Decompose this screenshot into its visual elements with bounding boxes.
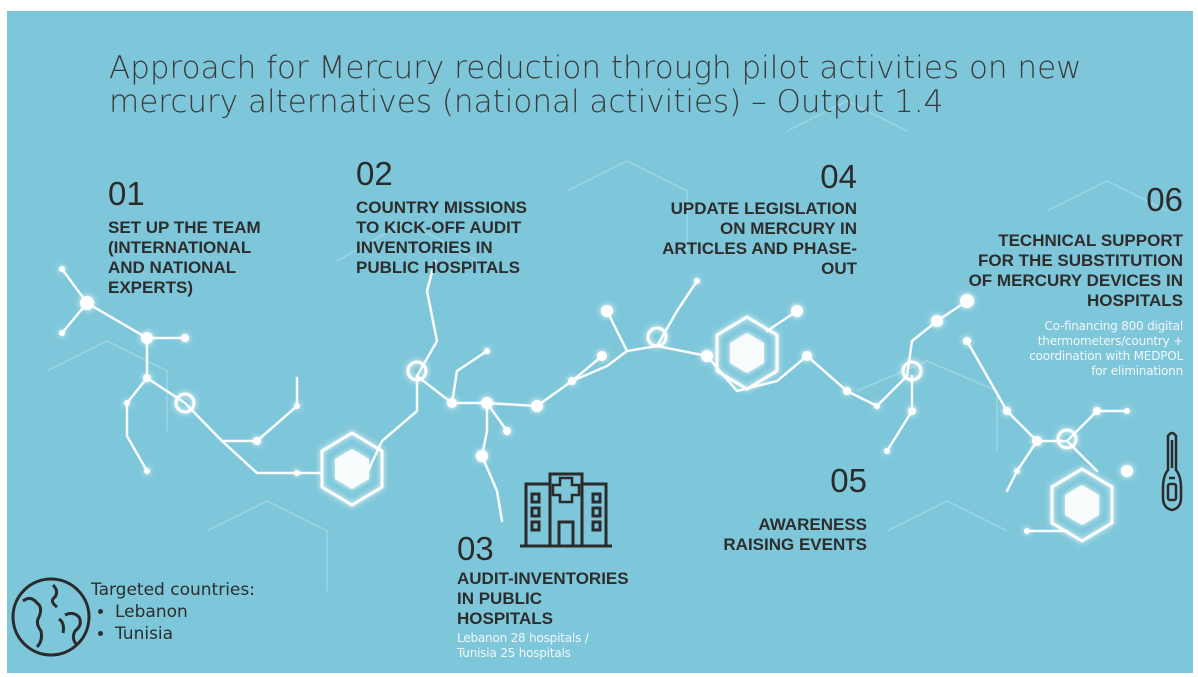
countries-list: Lebanon Tunisia (91, 601, 255, 645)
globe-icon (11, 577, 91, 657)
step-number: 02 (356, 155, 393, 192)
label-line: UPDATE LEGISLATION (670, 199, 857, 218)
label-line: AWARENESS (758, 515, 867, 534)
label-line: OUT (821, 259, 857, 278)
step-label: AWARENESS RAISING EVENTS (667, 515, 867, 555)
step-label: AUDIT-INVENTORIES IN PUBLIC HOSPITALS (457, 569, 629, 629)
note-line: coordination with MEDPOL (1029, 349, 1183, 363)
label-line: IN PUBLIC (457, 589, 542, 608)
hospital-icon (520, 472, 612, 548)
label-line: HOSPITALS (457, 609, 554, 628)
label-line: PUBLIC HOSPITALS (356, 258, 521, 277)
note-line: Lebanon 28 hospitals / (457, 631, 589, 645)
step-number: 05 (830, 462, 867, 499)
slide-title: Approach for Mercury reduction through p… (109, 51, 1189, 119)
label-line: HOSPITALS (1086, 291, 1183, 310)
label-line: SET UP THE TEAM (108, 218, 261, 237)
step-note: Co-financing 800 digital thermometers/co… (907, 319, 1183, 379)
label-line: RAISING EVENTS (723, 535, 867, 554)
label-line: OF MERCURY DEVICES IN (968, 271, 1183, 290)
title-line-1: Approach for Mercury reduction through p… (109, 50, 1082, 86)
country-item: Tunisia (115, 623, 255, 645)
step-number: 06 (1146, 181, 1183, 218)
step-number: 03 (457, 530, 494, 567)
step-04: 04 UPDATE LEGISLATION ON MERCURY IN ARTI… (607, 159, 857, 279)
country-item: Lebanon (115, 601, 255, 623)
step-06: 06 TECHNICAL SUPPORT FOR THE SUBSTITUTIO… (907, 181, 1184, 379)
targeted-countries: Targeted countries: Lebanon Tunisia (91, 579, 255, 645)
label-line: ON MERCURY IN (720, 219, 857, 238)
label-line: AUDIT-INVENTORIES (457, 569, 629, 588)
step-05: 05 AWARENESS RAISING EVENTS (667, 463, 867, 555)
step-number: 01 (108, 175, 145, 212)
step-label: SET UP THE TEAM (INTERNATIONAL AND NATIO… (108, 218, 261, 298)
step-02: 02 COUNTRY MISSIONS TO KICK-OFF AUDIT IN… (356, 156, 527, 278)
step-note: Lebanon 28 hospitals / Tunisia 25 hospit… (457, 631, 629, 661)
label-line: TECHNICAL SUPPORT (998, 231, 1183, 250)
step-number: 04 (820, 158, 857, 195)
countries-heading: Targeted countries: (91, 580, 255, 600)
slide: Approach for Mercury reduction through p… (7, 11, 1193, 673)
note-line: Tunisia 25 hospitals (457, 646, 571, 660)
step-01: 01 SET UP THE TEAM (INTERNATIONAL AND NA… (108, 176, 261, 298)
label-line: INVENTORIES IN (356, 238, 493, 257)
note-line: Co-financing 800 digital (1044, 319, 1183, 333)
thermometer-icon (1161, 431, 1183, 512)
step-label: UPDATE LEGISLATION ON MERCURY IN ARTICLE… (607, 199, 857, 279)
label-line: FOR THE SUBSTITUTION (978, 251, 1183, 270)
label-line: COUNTRY MISSIONS (356, 198, 527, 217)
molecule-network (46, 100, 1168, 591)
label-line: ARTICLES AND PHASE- (662, 239, 857, 258)
step-03: 03 AUDIT-INVENTORIES IN PUBLIC HOSPITALS… (457, 531, 629, 661)
label-line: EXPERTS) (108, 278, 194, 297)
label-line: AND NATIONAL (108, 258, 237, 277)
note-line: thermometers/country + (1037, 334, 1183, 348)
note-line: for eliminationn (1091, 364, 1183, 378)
label-line: (INTERNATIONAL (108, 238, 252, 257)
step-label: TECHNICAL SUPPORT FOR THE SUBSTITUTION O… (907, 231, 1183, 311)
title-line-2: mercury alternatives (national activitie… (109, 84, 944, 120)
step-label: COUNTRY MISSIONS TO KICK-OFF AUDIT INVEN… (356, 198, 527, 278)
label-line: TO KICK-OFF AUDIT (356, 218, 522, 237)
